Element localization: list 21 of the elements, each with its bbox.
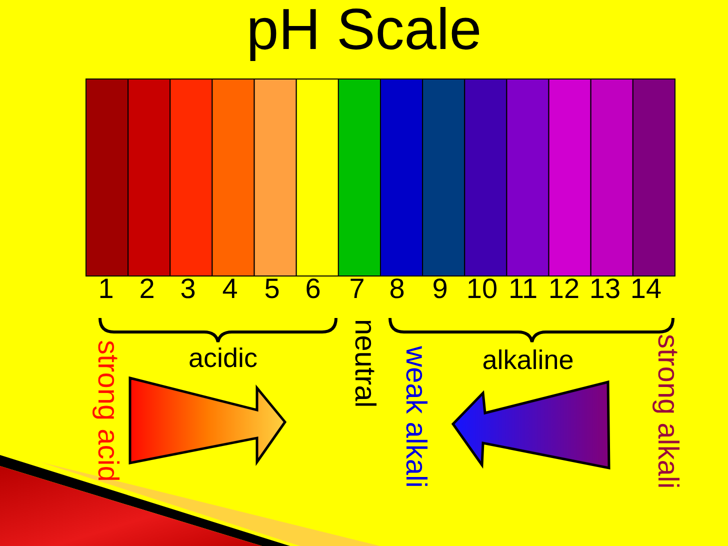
scale-number: 9 — [431, 273, 449, 306]
scale-number: 13 — [588, 273, 622, 306]
scale-number: 7 — [348, 273, 366, 306]
scale-number: 8 — [388, 273, 406, 306]
scale-number: 14 — [629, 273, 663, 306]
scale-number: 3 — [179, 273, 197, 306]
scale-number: 6 — [304, 273, 322, 306]
range-label: acidic — [187, 343, 259, 374]
scale-number: 11 — [507, 273, 539, 306]
vertical-label: neutral — [347, 319, 380, 408]
scale-number: 1 — [97, 273, 115, 306]
scale-number: 4 — [221, 273, 239, 306]
range-label: alkaline — [481, 345, 575, 376]
vertical-label: strong acid — [90, 340, 124, 482]
title: pH Scale — [245, 0, 483, 64]
vertical-label: weak alkali — [398, 346, 432, 488]
scale-number: 2 — [138, 273, 156, 306]
scale-number: 10 — [465, 273, 499, 306]
scale-number: 5 — [263, 273, 281, 306]
vertical-label: strong alkali — [650, 334, 684, 489]
scale-number: 12 — [547, 273, 581, 306]
